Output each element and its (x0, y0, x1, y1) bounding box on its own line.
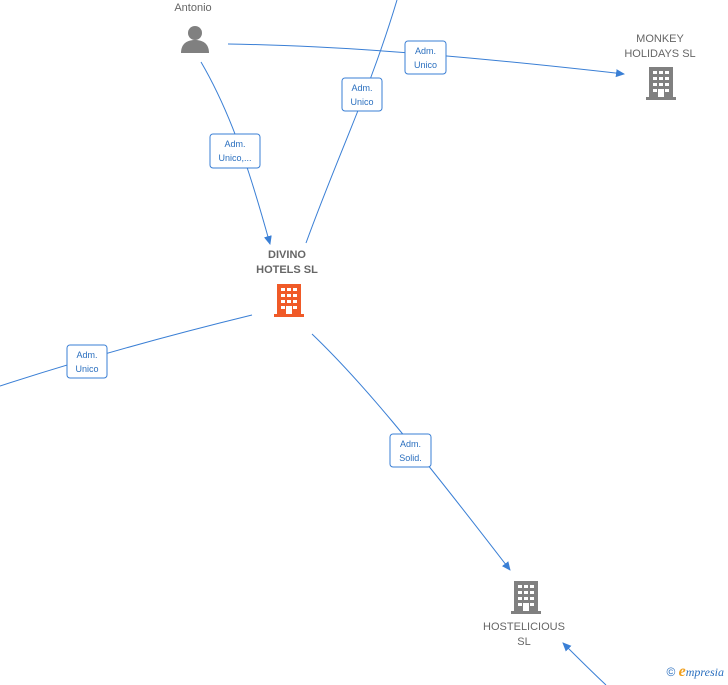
node-monkey-holidays[interactable]: MONKEY HOLIDAYS SL (624, 33, 696, 100)
edge-top-divino[interactable] (305, 0, 398, 244)
edge-label-line1: Adm. (224, 139, 245, 149)
node-label-line1: MONKEY (636, 33, 684, 45)
edge-label-line1: Adm. (76, 350, 97, 360)
brand-logo-text: mpresia (685, 665, 724, 679)
brand-logo-initial: e (678, 663, 686, 680)
copyright-icon: © (666, 665, 676, 679)
edge-label-left-divino[interactable]: Adm. Unico (66, 344, 108, 379)
edge-label-line2: Unico,... (218, 153, 251, 163)
edge-divino-hostelicious[interactable] (311, 333, 511, 571)
brand-footer: © empresia (666, 663, 724, 681)
person-icon (181, 26, 209, 53)
edge-label-top-divino[interactable]: Adm. Unico (341, 77, 383, 112)
edge-label-divino-hostelicious[interactable]: Adm. Solid. (389, 433, 432, 468)
node-label-line2: SL (517, 636, 530, 648)
edge-bottom-hostelicious[interactable] (562, 642, 607, 685)
edge-label-antonio-monkey[interactable]: Adm. Unico (404, 40, 447, 75)
edge-label-line1: Adm. (351, 83, 372, 93)
edge-label-antonio-divino[interactable]: Adm. Unico,... (209, 133, 261, 169)
edge-left-divino[interactable] (0, 314, 253, 387)
node-antonio[interactable]: Antonio (174, 2, 212, 53)
node-label-line2: HOTELS SL (256, 264, 318, 276)
building-icon (646, 67, 676, 100)
building-icon (274, 284, 304, 317)
edge-label-line2: Unico (414, 60, 437, 70)
building-icon (511, 581, 541, 614)
edge-label-line2: Unico (350, 97, 373, 107)
edge-label-line1: Adm. (415, 46, 436, 56)
edge-label-line1: Adm. (400, 439, 421, 449)
node-label-line2: HOLIDAYS SL (624, 48, 695, 60)
node-hostelicious[interactable]: HOSTELICIOUS SL (483, 581, 565, 648)
node-label-line1: DIVINO (268, 249, 306, 261)
node-label: Antonio (174, 2, 211, 14)
node-divino-hotels[interactable]: DIVINO HOTELS SL (256, 249, 318, 317)
edge-label-line2: Unico (75, 364, 98, 374)
node-label-line1: HOSTELICIOUS (483, 621, 565, 633)
edge-label-line2: Solid. (399, 453, 422, 463)
